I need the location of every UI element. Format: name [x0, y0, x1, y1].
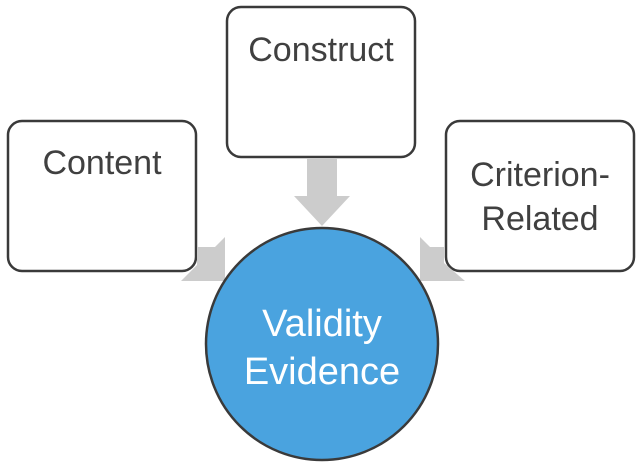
arrow-construct-icon: [294, 158, 350, 226]
source-box-construct: Construct: [225, 5, 417, 159]
arrow-criterion-icon: [420, 237, 465, 281]
center-label-line1: Validity: [262, 303, 382, 345]
center-circle: [204, 226, 440, 462]
center-label-line2: Evidence: [244, 351, 400, 393]
criterion-label-line2: Related: [481, 200, 598, 238]
arrow-content-icon: [181, 237, 225, 281]
content-label: Content: [42, 144, 162, 182]
source-box-content: Content: [6, 119, 198, 273]
center-node: Validity Evidence: [204, 226, 440, 462]
construct-box-shape: [225, 5, 417, 159]
criterion-box-shape: [444, 119, 636, 273]
criterion-label-line1: Criterion-: [470, 156, 610, 194]
content-box-shape: [6, 119, 198, 273]
source-box-criterion: Criterion- Related: [444, 119, 636, 273]
construct-label: Construct: [248, 31, 394, 69]
